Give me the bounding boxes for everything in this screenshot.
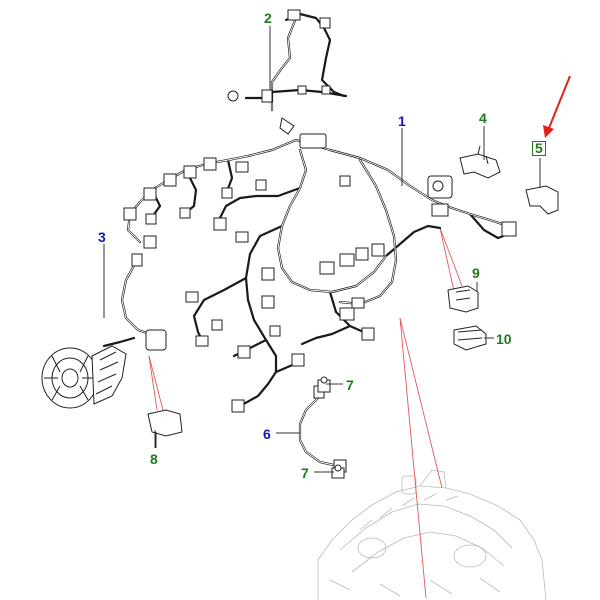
callout-5-bracket-highlighted: 5	[532, 141, 546, 156]
harness-branch-6	[298, 385, 347, 473]
callout-7-fastener-lower: 7	[301, 465, 309, 481]
callout-4-bracket: 4	[479, 110, 487, 126]
callout-8-bracket: 8	[150, 451, 158, 467]
callout-2-upper-branch: 2	[264, 10, 272, 26]
main-harness-1	[123, 133, 517, 413]
callout-3-alternator-harness: 3	[98, 229, 106, 245]
callout-6-branch: 6	[263, 426, 271, 442]
callout-7-fastener-upper: 7	[346, 377, 354, 393]
callout-1-main-harness: 1	[398, 113, 406, 129]
callout-10-clip: 10	[496, 331, 512, 347]
callout-9-connector: 9	[472, 265, 480, 281]
bracket-5	[525, 160, 559, 215]
harness-branch-2	[227, 9, 348, 135]
fastener-7-upper	[317, 376, 331, 393]
engine-ghost-outline	[317, 469, 547, 600]
bracket-4	[459, 145, 501, 179]
alternator	[41, 345, 127, 409]
bracket-8	[147, 409, 183, 448]
fastener-7-lower	[331, 464, 345, 479]
alternator-harness-3	[102, 253, 167, 351]
callout-leaders	[103, 26, 541, 473]
clip-10	[453, 325, 487, 351]
red-arrow-indicator	[543, 75, 571, 138]
connector-9	[447, 285, 479, 313]
red-leader-lines	[148, 227, 463, 599]
